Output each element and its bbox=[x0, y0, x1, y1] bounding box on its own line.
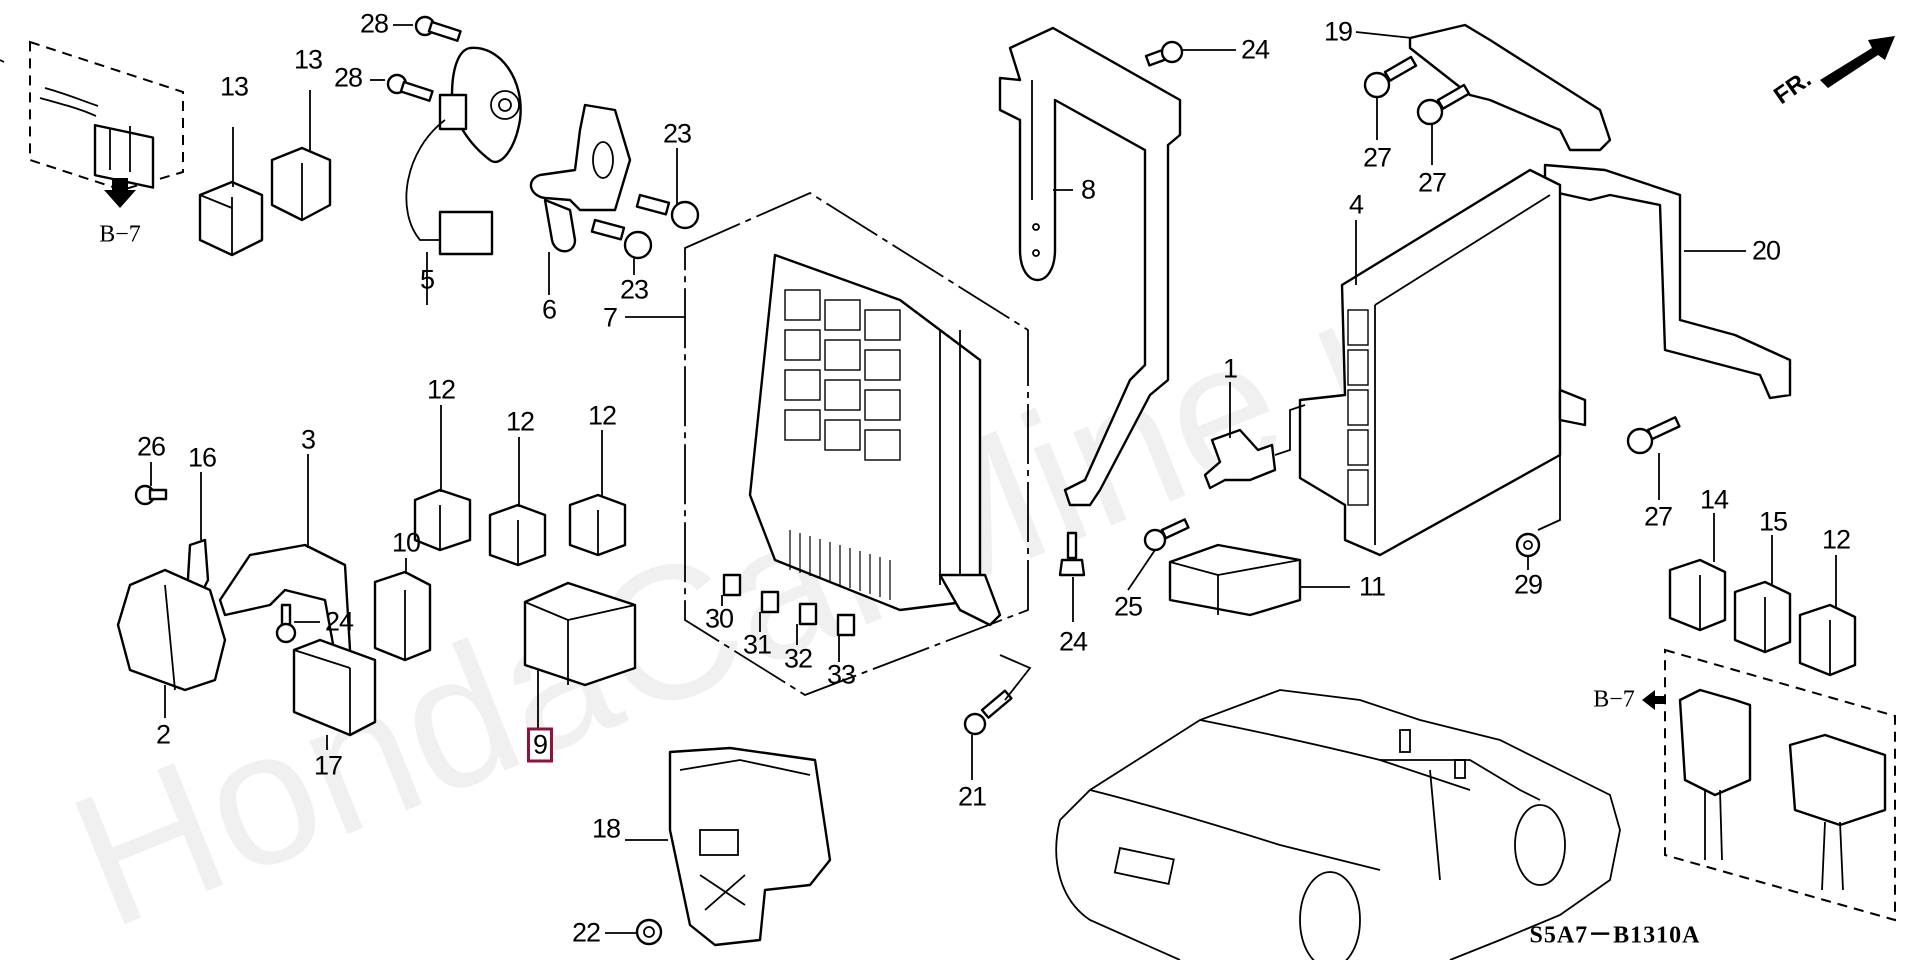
control-unit-2 bbox=[116, 568, 227, 718]
relay-14 bbox=[1668, 513, 1727, 632]
fuse-31 bbox=[759, 590, 780, 632]
callout-18[interactable]: 18 bbox=[591, 813, 621, 844]
callout-13-a[interactable]: 13 bbox=[219, 71, 249, 102]
callout-20[interactable]: 20 bbox=[1751, 235, 1781, 266]
callout-28-a[interactable]: 28 bbox=[359, 8, 389, 39]
callout-6[interactable]: 6 bbox=[541, 294, 557, 325]
bolt-24-left bbox=[275, 603, 320, 644]
vehicle-outline bbox=[1055, 689, 1621, 960]
callout-17[interactable]: 17 bbox=[313, 750, 343, 781]
callout-4[interactable]: 4 bbox=[1348, 189, 1364, 220]
control-unit-17 bbox=[292, 638, 377, 750]
callout-26[interactable]: 26 bbox=[136, 431, 166, 462]
callout-24-a[interactable]: 24 bbox=[1240, 34, 1270, 65]
connector-detail-box-right bbox=[1664, 648, 1896, 922]
fuse-30 bbox=[721, 573, 742, 606]
screw-28-b bbox=[370, 73, 434, 102]
callout-27-b[interactable]: 27 bbox=[1417, 167, 1447, 198]
callout-12-c[interactable]: 12 bbox=[587, 400, 617, 431]
callout-28-b[interactable]: 28 bbox=[333, 62, 363, 93]
callout-23-b[interactable]: 23 bbox=[619, 274, 649, 305]
down-arrow-icon bbox=[104, 178, 136, 208]
left-arrow-icon bbox=[1642, 690, 1664, 710]
screw-28-a bbox=[393, 15, 462, 42]
relay-9 bbox=[523, 581, 637, 728]
callout-8[interactable]: 8 bbox=[1080, 174, 1096, 205]
callout-27-a[interactable]: 27 bbox=[1362, 142, 1392, 173]
fuse-box-enclosure bbox=[684, 191, 1029, 697]
callout-13-b[interactable]: 13 bbox=[293, 44, 323, 75]
callout-2[interactable]: 2 bbox=[155, 719, 171, 750]
bracket-20 bbox=[1543, 163, 1792, 400]
bolt-27-b bbox=[1416, 83, 1471, 165]
sensor-5 bbox=[405, 46, 522, 305]
callout-25[interactable]: 25 bbox=[1113, 591, 1143, 622]
nut-22 bbox=[605, 918, 663, 946]
callout-15[interactable]: 15 bbox=[1758, 506, 1788, 537]
bolt-23-a bbox=[635, 148, 700, 230]
bolt-23-b bbox=[590, 218, 653, 275]
bracket-8 bbox=[998, 26, 1182, 507]
fuse-box-7 bbox=[748, 253, 1002, 627]
relay-12-b bbox=[488, 437, 547, 567]
callout-27-c[interactable]: 27 bbox=[1643, 501, 1673, 532]
front-arrow-icon bbox=[1820, 36, 1895, 88]
callout-24-b[interactable]: 24 bbox=[324, 606, 354, 637]
callout-10[interactable]: 10 bbox=[391, 527, 421, 558]
callout-19[interactable]: 19 bbox=[1323, 16, 1353, 47]
diagram-code: S5A7－B1310A bbox=[1529, 922, 1701, 949]
cross-ref-b7-right[interactable]: B−7 bbox=[1593, 686, 1635, 713]
connectors-right bbox=[1678, 688, 1887, 891]
relay-13-b bbox=[270, 90, 332, 222]
relay-13-a bbox=[198, 127, 264, 257]
ecu-4 bbox=[1298, 168, 1587, 557]
callout-31[interactable]: 31 bbox=[742, 629, 772, 660]
nut-29 bbox=[1515, 450, 1561, 570]
screw-26 bbox=[134, 462, 168, 506]
relay-12-a bbox=[413, 405, 472, 552]
callout-21[interactable]: 21 bbox=[957, 781, 987, 812]
module-18 bbox=[625, 746, 832, 947]
callout-29[interactable]: 29 bbox=[1513, 569, 1543, 600]
bolt-24-top bbox=[1144, 40, 1236, 67]
edge-mark bbox=[0, 59, 5, 63]
callout-14[interactable]: 14 bbox=[1699, 484, 1729, 515]
relay-12-right bbox=[1798, 555, 1857, 677]
callout-12-b[interactable]: 12 bbox=[505, 406, 535, 437]
control-unit-11 bbox=[1168, 543, 1350, 617]
callout-7[interactable]: 7 bbox=[602, 302, 618, 333]
callout-12-a[interactable]: 12 bbox=[426, 374, 456, 405]
callout-16[interactable]: 16 bbox=[187, 442, 217, 473]
screw-25 bbox=[1127, 518, 1190, 591]
callout-32[interactable]: 32 bbox=[783, 643, 813, 674]
bracket-6 bbox=[529, 103, 632, 295]
relay-15 bbox=[1733, 535, 1792, 654]
cross-ref-b7-left[interactable]: B−7 bbox=[99, 221, 141, 248]
callout-33[interactable]: 33 bbox=[826, 659, 856, 690]
callout-12-d[interactable]: 12 bbox=[1821, 524, 1851, 555]
callout-1[interactable]: 1 bbox=[1222, 353, 1238, 384]
callout-5[interactable]: 5 bbox=[419, 264, 435, 295]
bolt-24-mid bbox=[1058, 531, 1086, 622]
callout-11[interactable]: 11 bbox=[1358, 571, 1386, 602]
bolt-27-c bbox=[1626, 416, 1681, 500]
callout-3[interactable]: 3 bbox=[300, 424, 316, 455]
fuse-33 bbox=[836, 613, 856, 662]
callout-23-a[interactable]: 23 bbox=[662, 118, 692, 149]
bracket-1 bbox=[1203, 382, 1306, 490]
fuse-32 bbox=[796, 602, 818, 645]
callout-9-highlighted[interactable]: 9 bbox=[526, 727, 554, 763]
connector-left bbox=[39, 87, 155, 189]
callout-24-c[interactable]: 24 bbox=[1058, 626, 1088, 657]
callout-30[interactable]: 30 bbox=[704, 603, 734, 634]
bracket-3 bbox=[218, 454, 352, 657]
relay-10 bbox=[373, 558, 432, 662]
callout-22[interactable]: 22 bbox=[571, 917, 601, 948]
bolt-21 bbox=[963, 654, 1032, 780]
bracket-19 bbox=[1355, 23, 1612, 152]
relay-12-c bbox=[568, 430, 627, 557]
bolt-27-a bbox=[1363, 55, 1418, 140]
